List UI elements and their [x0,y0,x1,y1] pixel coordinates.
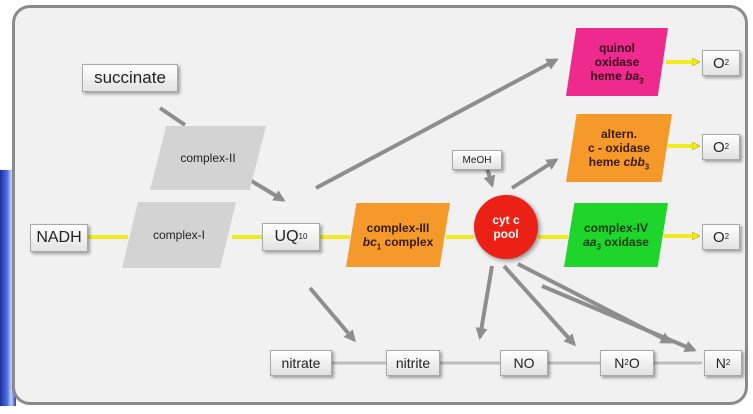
complex-ii-label: complex-II [180,151,236,165]
heme-cbb3-label: heme cbb3 [588,155,650,172]
node-nitrite: nitrite [386,350,440,376]
o2-label: O [712,138,725,156]
ba-subscript: 3 [639,76,644,86]
heme-word: heme [588,155,624,169]
succinate-label: succinate [94,68,166,87]
node-meoh: MeOH [452,150,502,170]
node-nitrate: nitrate [270,350,332,376]
oxidase-word: oxidase [600,235,649,249]
cbb-italic: cbb [623,155,645,169]
complex-i-label: complex-I [152,228,205,242]
complex-iv-subtitle: aa3 oxidase [583,235,649,252]
bc-italic: bc [362,235,377,249]
complex-iii-subtitle: bc1 complex [362,235,434,252]
node-complex-iii: complex-III bc1 complex [346,203,450,267]
node-complex-iv: complex-IV aa3 oxidase [564,203,668,267]
no-label: NO [513,355,535,371]
uq-label: UQ [274,228,299,245]
node-nadh: NADH [30,224,88,252]
pool-label: pool [493,227,519,241]
node-alternative-oxidase: altern. c - oxidase heme cbb3 [566,114,672,182]
node-no: NO [500,350,548,376]
heme-ba3-label: heme ba3 [590,69,644,86]
quinol-label: quinol [599,41,635,55]
node-complex-ii: complex-II [150,126,266,190]
node-succinate: succinate [82,64,178,92]
heme-word: heme [590,69,626,83]
nadh-label: NADH [36,229,82,246]
complex-iv-title: complex-IV [583,221,649,235]
meoh-label: MeOH [462,154,492,166]
o2-label: O [712,228,725,246]
c-oxidase-label: c - oxidase [587,141,651,155]
altern-label: altern. [600,127,637,141]
oxidase-label: oxidase [594,55,640,69]
nitrate-label: nitrate [281,355,321,371]
ba-italic: ba [625,69,640,83]
aa-subscript: 3 [596,242,601,252]
complex-word: complex [381,235,434,249]
n2o-n: N [614,355,625,371]
bc-subscript: 1 [376,242,382,252]
node-complex-i: complex-I [122,202,236,268]
oxidase-to-o2-arrows [664,62,698,236]
aa-italic: aa [583,235,597,249]
node-cyt-c-pool: cyt c pool [474,195,538,259]
cyt-c-label: cyt c [492,213,520,227]
grey-arrows [158,58,697,353]
cbb-subscript: 3 [644,162,650,172]
n2o-o: O [628,355,640,371]
n2-label: N [715,355,726,371]
node-quinol-oxidase: quinol oxidase heme ba3 [566,28,668,96]
o2-label: O [712,54,725,72]
nitrite-label: nitrite [395,355,431,371]
complex-iii-title: complex-III [366,221,430,235]
